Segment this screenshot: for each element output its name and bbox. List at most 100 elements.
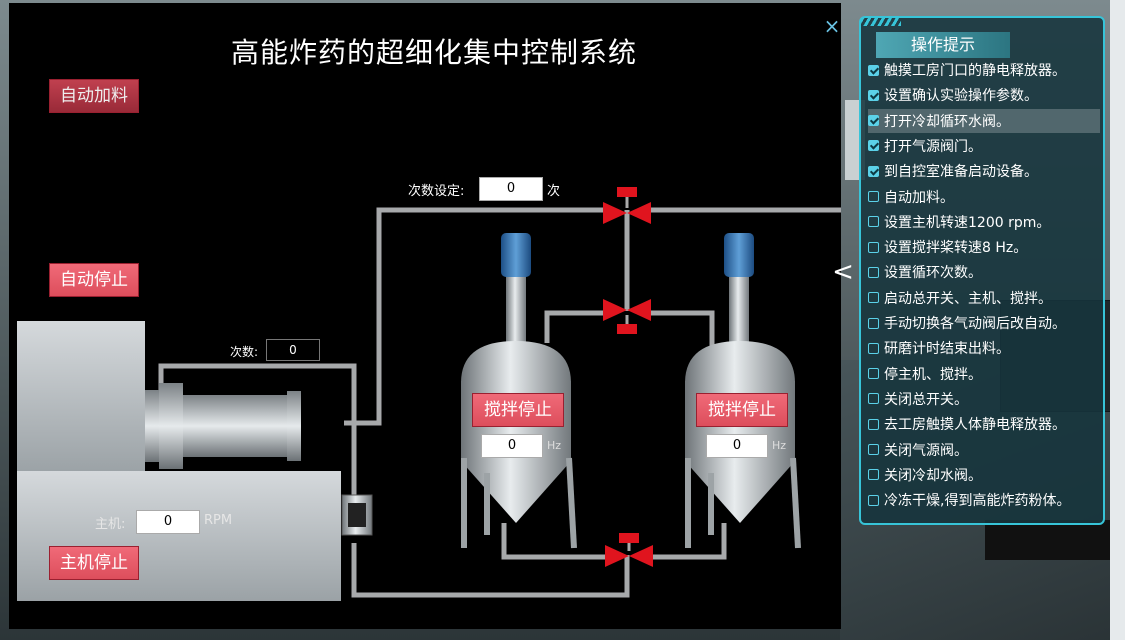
tip-step-item[interactable]: 设置循环次数。 (868, 260, 1100, 284)
pipe-left-tank-outlet (501, 523, 611, 560)
tank-left-shaft (506, 277, 526, 347)
tip-step-item[interactable]: 设置搅拌桨转速8 Hz。 (868, 235, 1100, 259)
background-equipment-base (985, 520, 1110, 560)
unchecked-checkbox-icon (868, 266, 879, 278)
right-mixer-speed-input[interactable]: 0 (706, 434, 768, 458)
tip-step-item[interactable]: 停主机、搅拌。 (868, 362, 1100, 386)
unchecked-checkbox-icon (868, 216, 879, 228)
tip-step-item[interactable]: 打开冷却循环水阀。 (868, 108, 1100, 133)
unchecked-checkbox-icon (868, 494, 879, 506)
unchecked-checkbox-icon (868, 342, 879, 354)
tip-step-text: 关闭总开关。 (884, 391, 968, 408)
tip-step-item[interactable]: 到自控室准备启动设备。 (868, 159, 1100, 183)
checked-checkbox-icon (868, 165, 879, 177)
auto-stop-button[interactable]: 自动停止 (49, 263, 139, 297)
machine-end-cap (287, 391, 301, 461)
main-stop-button[interactable]: 主机停止 (49, 546, 139, 580)
tip-step-text: 启动总开关、主机、搅拌。 (884, 290, 1052, 307)
close-icon[interactable]: × (823, 14, 841, 38)
valve-middle[interactable] (603, 299, 651, 334)
tip-step-item[interactable]: 关闭总开关。 (868, 387, 1100, 411)
tip-step-text: 去工房触摸人体静电释放器。 (884, 417, 1066, 434)
unchecked-checkbox-icon (868, 393, 879, 405)
machine-flange-left (145, 390, 159, 462)
machine-base (17, 471, 341, 601)
valve-top[interactable] (603, 187, 651, 224)
tip-step-text: 研磨计时结束出料。 (884, 341, 1010, 358)
tip-step-item[interactable]: 研磨计时结束出料。 (868, 336, 1100, 360)
pipe-bottom-return (351, 543, 630, 598)
right-mixer-stop-button[interactable]: 搅拌停止 (696, 393, 788, 427)
tip-step-text: 停主机、搅拌。 (884, 366, 982, 383)
machine-cylinder (183, 395, 287, 457)
tip-step-text: 打开冷却循环水阀。 (884, 113, 1010, 130)
process-diagram (17, 187, 841, 601)
left-mixer-speed-unit: Hz (547, 439, 562, 452)
tip-step-text: 打开气源阀门。 (884, 138, 982, 155)
main-speed-unit: RPM (204, 513, 233, 528)
machine-flange (159, 383, 183, 469)
unchecked-checkbox-icon (868, 292, 879, 304)
tip-step-item[interactable]: 关闭气源阀。 (868, 438, 1100, 462)
tip-step-text: 冷冻干燥,得到高能炸药粉体。 (884, 493, 1071, 510)
tip-step-item[interactable]: 自动加料。 (868, 185, 1100, 209)
tip-step-text: 手动切换各气动阀后改自动。 (884, 316, 1066, 332)
pipe-feed-top (344, 207, 611, 426)
main-speed-label: 主机: (95, 517, 126, 532)
tip-step-item[interactable]: 触摸工房门口的静电释放器。 (868, 58, 1100, 82)
tip-step-text: 自动加料。 (884, 189, 954, 206)
unchecked-checkbox-icon (868, 317, 879, 329)
main-speed-input[interactable]: 0 (136, 510, 200, 534)
left-mixer-stop-button[interactable]: 搅拌停止 (472, 393, 564, 427)
tip-step-text: 关闭气源阀。 (884, 442, 968, 459)
tip-step-text: 设置主机转速1200 rpm。 (884, 214, 1051, 231)
tip-step-item[interactable]: 设置主机转速1200 rpm。 (868, 210, 1100, 234)
right-mixer-speed-unit: Hz (772, 439, 787, 452)
control-panel: 高能炸药的超细化集中控制系统 × 自动加料 自动停止 主机停止 次数设定: 0 … (9, 3, 841, 629)
pipe-right-tank-outlet (651, 523, 727, 560)
tip-step-item[interactable]: 手动切换各气动阀后改自动。 (868, 311, 1100, 335)
tank-left-legs (461, 457, 577, 549)
pipe-count-loop (158, 363, 357, 509)
pipe-left-tank-return (544, 310, 611, 343)
pipe-right-tank-return (651, 310, 715, 346)
tank-right-motor (724, 233, 754, 277)
tank-left-cone (461, 461, 571, 523)
count-display: 0 (266, 339, 320, 361)
tank-left-motor (501, 233, 531, 277)
tip-step-text: 触摸工房门口的静电释放器。 (884, 63, 1066, 79)
tank-right-dome (685, 341, 795, 383)
unchecked-checkbox-icon (868, 368, 879, 380)
collapse-panel-icon[interactable]: < (832, 257, 854, 287)
auto-feed-button[interactable]: 自动加料 (49, 79, 139, 113)
tip-step-text: 设置确认实验操作参数。 (884, 88, 1038, 105)
machine-upper-housing (17, 321, 145, 473)
valve-bottom[interactable] (605, 533, 653, 567)
tank-right-cone (685, 461, 795, 523)
checked-checkbox-icon (868, 115, 879, 127)
pipework (158, 207, 841, 598)
checked-checkbox-icon (868, 140, 879, 152)
page-title: 高能炸药的超细化集中控制系统 (230, 36, 637, 69)
tank-right-shaft (729, 277, 749, 347)
tip-step-item[interactable]: 关闭冷却水阀。 (868, 463, 1100, 487)
background-edge (1110, 0, 1125, 640)
unchecked-checkbox-icon (868, 191, 879, 202)
count-setting-label: 次数设定: (408, 184, 465, 199)
unchecked-checkbox-icon (868, 241, 879, 253)
left-mixer-speed-input[interactable]: 0 (481, 434, 543, 458)
tank-left (461, 233, 577, 549)
tips-header-decoration (861, 18, 901, 26)
tip-step-item[interactable]: 冷冻干燥,得到高能炸药粉体。 (868, 488, 1100, 512)
tip-step-item[interactable]: 打开气源阀门。 (868, 134, 1100, 158)
count-setting-unit: 次 (547, 184, 561, 199)
tip-step-item[interactable]: 去工房触摸人体静电释放器。 (868, 412, 1100, 436)
tank-left-dome (461, 341, 571, 383)
checked-checkbox-icon (868, 64, 879, 76)
count-setting-input[interactable]: 0 (479, 177, 543, 201)
tip-step-text: 设置搅拌桨转速8 Hz。 (884, 240, 1028, 257)
tip-step-text: 到自控室准备启动设备。 (884, 164, 1038, 181)
tip-step-item[interactable]: 设置确认实验操作参数。 (868, 83, 1100, 107)
tips-title: 操作提示 (876, 32, 1010, 58)
tip-step-item[interactable]: 启动总开关、主机、搅拌。 (868, 286, 1100, 310)
